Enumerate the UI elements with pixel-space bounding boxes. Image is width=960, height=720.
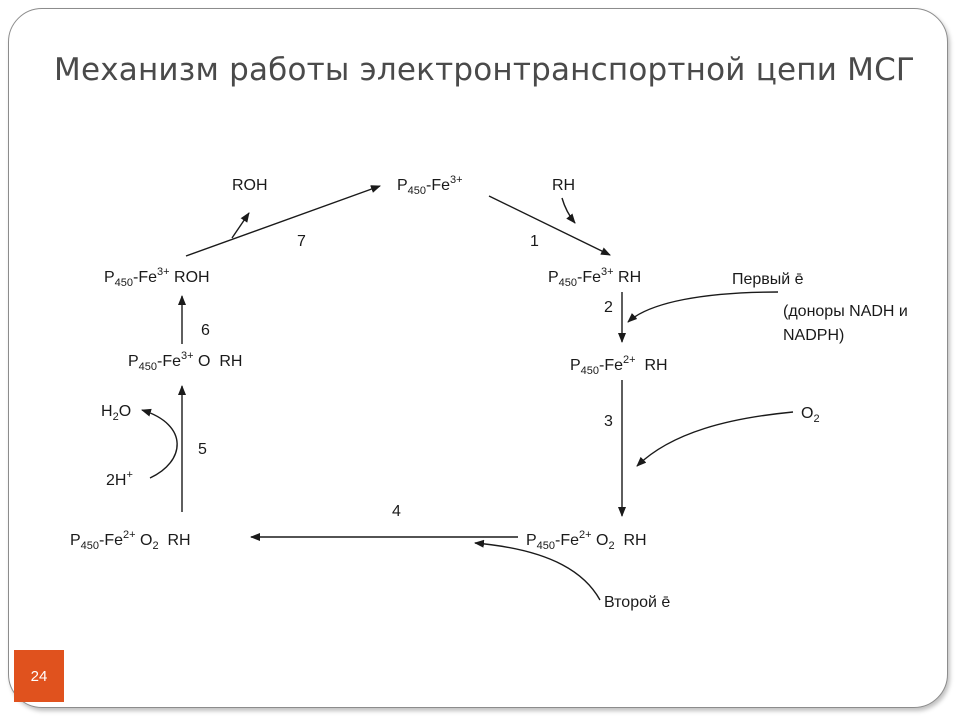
arrow-second-electron — [474, 539, 601, 601]
label-second-electron: Второй ē — [604, 594, 670, 611]
label-donors-line-2: NADPH) — [783, 327, 844, 344]
step-number-6: 6 — [201, 322, 210, 339]
step-number-3: 3 — [604, 413, 613, 430]
arrow-rh-in — [561, 197, 576, 224]
step-number-7: 7 — [297, 233, 306, 250]
slide-number: 24 — [14, 650, 64, 702]
node-top: P450-Fe3+ — [397, 174, 463, 197]
label-water: H2O — [101, 403, 131, 423]
label-donors-line-1: (доноры NADH и — [783, 303, 908, 320]
arrow-first-electron — [627, 291, 779, 323]
arrow-oxygen-in — [636, 411, 794, 467]
arrow-water-release — [141, 408, 178, 479]
step-number-5: 5 — [198, 441, 207, 458]
node-bottom-right: P450-Fe2+ O2 RH — [526, 529, 647, 552]
slide-frame — [8, 8, 948, 708]
node-left-2: P450-Fe3+ O RH — [128, 350, 242, 373]
step-number-1: 1 — [530, 233, 539, 250]
arrow-step-7 — [185, 185, 381, 257]
node-right-2: P450-Fe2+ RH — [570, 354, 668, 377]
label-two-protons: 2H+ — [106, 469, 133, 489]
arrow-step-1 — [488, 195, 611, 256]
label-roh-product: ROH — [232, 177, 268, 194]
step-number-4: 4 — [392, 503, 401, 520]
arrow-roh-out — [231, 212, 250, 239]
label-rh-substrate: RH — [552, 177, 575, 194]
slide-title: Механизм работы электронтранспортной цеп… — [54, 52, 916, 88]
step-number-2: 2 — [604, 299, 613, 316]
label-first-electron: Первый ē — [732, 271, 804, 288]
label-oxygen: O2 — [801, 405, 820, 425]
node-right-1: P450-Fe3+ RH — [548, 266, 641, 289]
node-left-1: P450-Fe3+ ROH — [104, 266, 210, 289]
node-bottom-left: P450-Fe2+ O2 RH — [70, 529, 191, 552]
